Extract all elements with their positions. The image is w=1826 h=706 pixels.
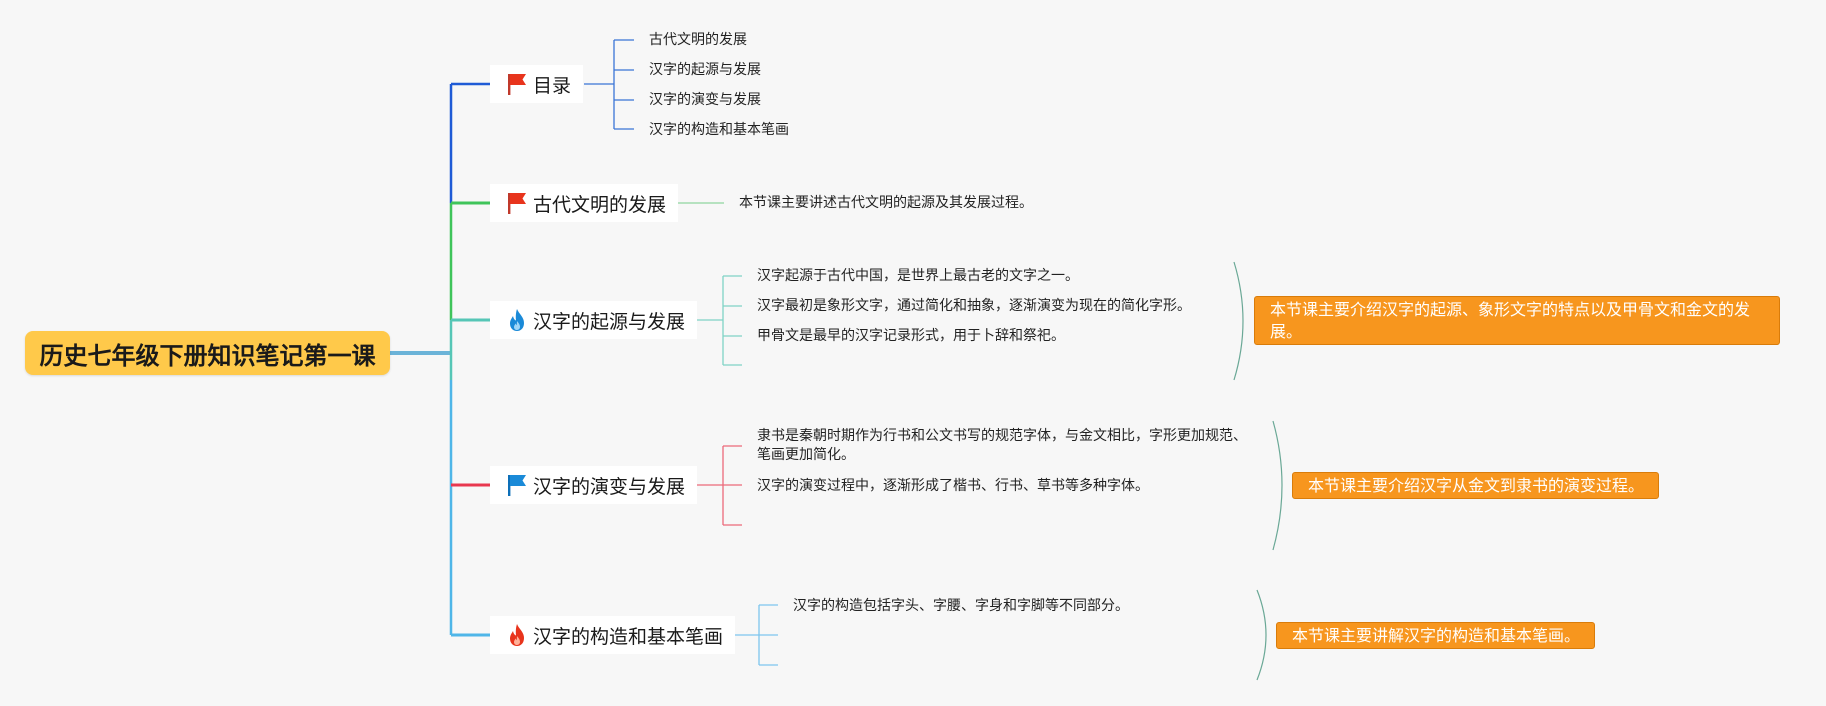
summary-text: 本节课主要讲解汉字的构造和基本笔画。 <box>1292 626 1581 645</box>
origin-children-connectors <box>693 275 742 366</box>
toc-item[interactable]: 古代文明的发展 <box>649 32 747 48</box>
subtopic-text[interactable]: 汉字的演变过程中，逐渐形成了楷书、行书、草书等多种字体。 <box>757 478 1149 494</box>
topic-structure[interactable]: 汉字的构造和基本笔画 <box>490 616 736 654</box>
summary-structure[interactable]: 本节课主要讲解汉字的构造和基本笔画。 <box>1276 622 1595 649</box>
subtopic-text[interactable]: 隶书是秦朝时期作为行书和公文书写的规范字体，与金文相比，字形更加规范、笔画更加简… <box>757 428 1247 463</box>
summary-bracket-evolution <box>1272 420 1283 551</box>
summary-bracket-structure <box>1256 589 1267 681</box>
topic-title: 目录 <box>533 74 572 97</box>
toc-item[interactable]: 汉字的起源与发展 <box>649 62 761 78</box>
structure-children-connectors <box>729 604 778 666</box>
blue-fire-icon <box>506 308 528 332</box>
summary-text: 本节课主要介绍汉字的起源、象形文字的特点以及甲骨文和金文的发展。 <box>1270 300 1751 341</box>
summary-bracket-origin <box>1233 261 1244 381</box>
toc-item[interactable]: 汉字的构造和基本笔画 <box>649 122 789 138</box>
summary-origin[interactable]: 本节课主要介绍汉字的起源、象形文字的特点以及甲骨文和金文的发展。 <box>1254 296 1780 345</box>
red-flag-icon <box>506 72 528 96</box>
blue-flag-icon <box>506 473 528 497</box>
topic-title: 汉字的构造和基本笔画 <box>533 625 724 648</box>
topic-toc[interactable]: 目录 <box>490 65 584 103</box>
summary-text: 本节课主要介绍汉字从金文到隶书的演变过程。 <box>1308 476 1645 495</box>
topic-title: 汉字的演变与发展 <box>533 475 686 498</box>
topic-evolution[interactable]: 汉字的演变与发展 <box>490 466 698 504</box>
topic-title: 汉字的起源与发展 <box>533 310 686 333</box>
subtopic-text[interactable]: 汉字的构造包括字头、字腰、字身和字脚等不同部分。 <box>793 598 1129 614</box>
root-topic[interactable]: 历史七年级下册知识笔记第一课 <box>25 331 390 375</box>
root-title: 历史七年级下册知识笔记第一课 <box>39 341 376 370</box>
summary-brackets <box>1233 261 1283 681</box>
topic-title: 古代文明的发展 <box>533 193 667 216</box>
subtopic-text[interactable]: 汉字最初是象形文字，通过简化和抽象，逐渐演变为现在的简化字形。 <box>757 298 1191 314</box>
evolution-children-connectors <box>693 445 742 526</box>
red-flag-icon <box>506 191 528 215</box>
summary-evolution[interactable]: 本节课主要介绍汉字从金文到隶书的演变过程。 <box>1292 472 1659 499</box>
toc-children-connectors <box>584 39 634 130</box>
subtopic-text[interactable]: 本节课主要讲述古代文明的起源及其发展过程。 <box>739 195 1033 211</box>
toc-item[interactable]: 汉字的演变与发展 <box>649 92 761 108</box>
subtopic-text[interactable]: 甲骨文是最早的汉字记录形式，用于卜辞和祭祀。 <box>757 328 1065 344</box>
subtopic-text[interactable]: 汉字起源于古代中国，是世界上最古老的文字之一。 <box>757 268 1079 284</box>
topic-origin[interactable]: 汉字的起源与发展 <box>490 301 698 339</box>
topic-ancient-civilization[interactable]: 古代文明的发展 <box>490 184 679 222</box>
red-fire-icon <box>506 623 528 647</box>
